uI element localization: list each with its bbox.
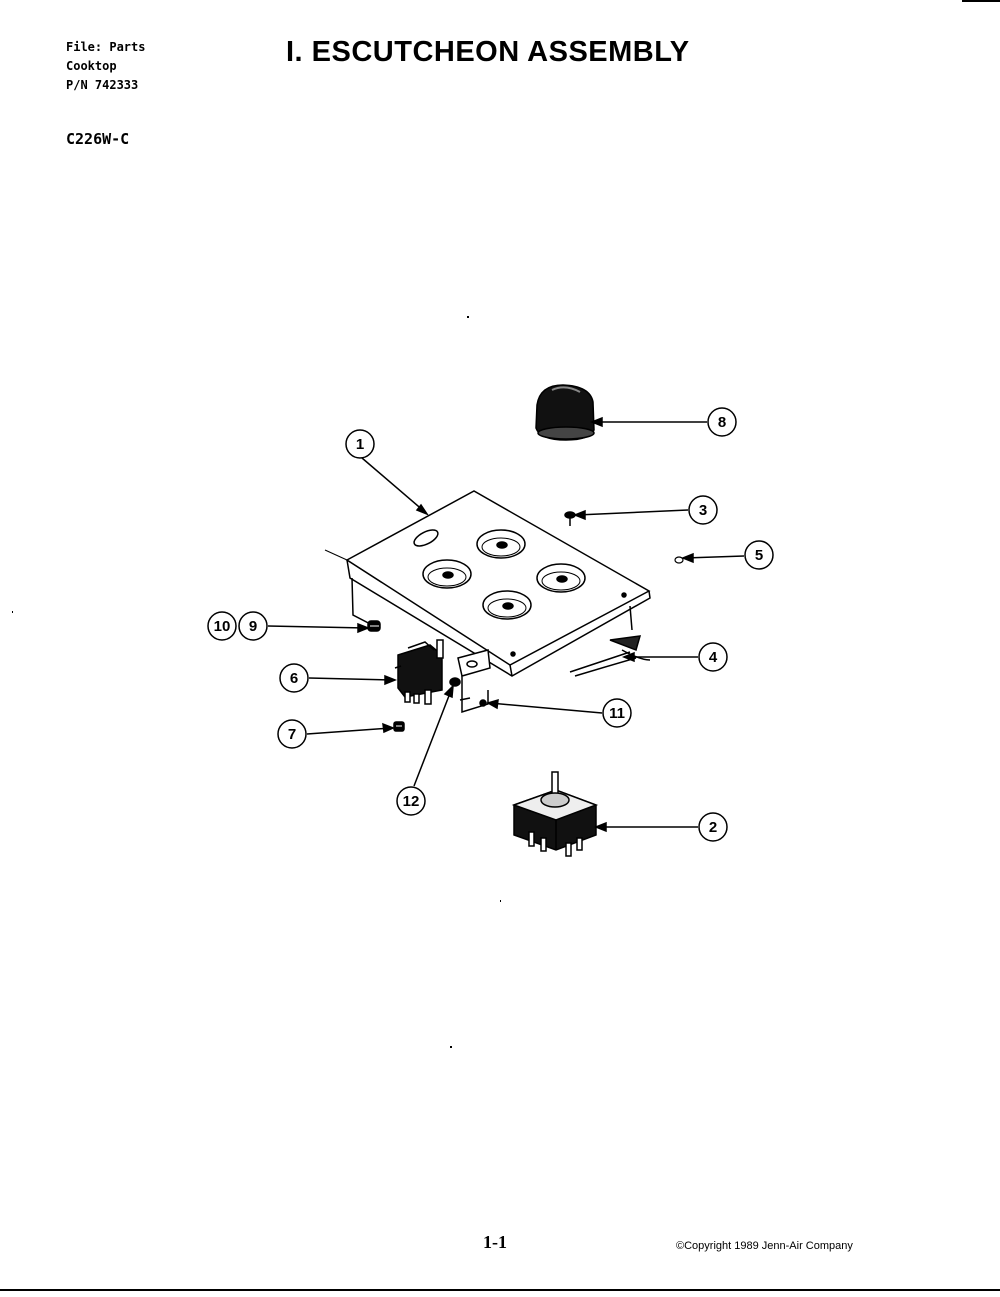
svg-text:11: 11	[609, 705, 625, 722]
leader-lines	[267, 416, 745, 833]
knob-part	[535, 384, 595, 441]
bottom-rule	[0, 1289, 1000, 1291]
page-title: I. ESCUTCHEON ASSEMBLY	[286, 36, 690, 68]
callout-1: 1	[345, 429, 375, 459]
plug-part-5	[674, 556, 684, 564]
bracket-part-11	[457, 649, 491, 714]
control-holes	[422, 529, 586, 620]
svg-text:10: 10	[214, 618, 231, 635]
infinite-switch-part-2	[511, 771, 599, 857]
product-line: Cooktop	[66, 59, 117, 73]
svg-text:6: 6	[290, 670, 298, 687]
nut-part-12	[449, 677, 461, 687]
nut-part-7	[393, 721, 405, 732]
file-info: File: Parts Cooktop P/N 742333	[66, 38, 145, 95]
callout-2: 2	[698, 812, 728, 842]
scan-specks	[12, 316, 501, 1048]
callout-10: 10	[207, 611, 237, 641]
top-rule	[962, 0, 1000, 2]
escutcheon-plate-part	[324, 490, 651, 677]
callout-4: 4	[698, 642, 728, 672]
callout-12: 12	[396, 786, 426, 816]
callout-9: 9	[238, 611, 268, 641]
svg-text:5: 5	[755, 547, 763, 564]
page-number: 1-1	[483, 1232, 507, 1252]
file-line: File: Parts	[66, 40, 146, 54]
callout-8: 8	[707, 407, 737, 437]
callout-5: 5	[744, 540, 774, 570]
svg-text:12: 12	[403, 793, 420, 810]
callout-11: 11	[602, 698, 632, 728]
svg-text:7: 7	[288, 726, 296, 743]
copyright-notice: ©Copyright 1989 Jenn-Air Company	[676, 1240, 853, 1252]
wire-part-4	[569, 635, 651, 677]
callout-3: 3	[688, 495, 718, 525]
svg-text:3: 3	[699, 502, 707, 519]
svg-text:2: 2	[709, 819, 717, 836]
model-number: C226W-C	[66, 130, 130, 148]
part-number-line: P/N 742333	[66, 78, 139, 92]
svg-text:8: 8	[718, 414, 726, 431]
switch-part-6	[394, 639, 444, 705]
callout-6: 6	[279, 663, 309, 693]
svg-text:1: 1	[356, 436, 364, 453]
screw-part-9-10	[367, 620, 381, 632]
svg-text:9: 9	[249, 618, 257, 635]
screw-part-3	[564, 511, 576, 526]
svg-text:4: 4	[709, 649, 718, 666]
callout-7: 7	[277, 719, 307, 749]
